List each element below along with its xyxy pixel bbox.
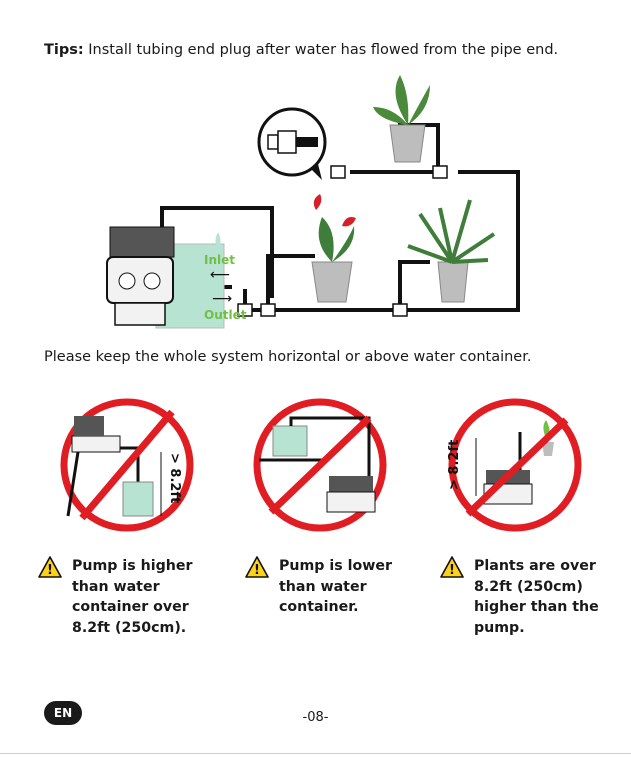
tips-text: Install tubing end plug after water has … bbox=[83, 42, 559, 58]
inlet-arrow: ⟵ bbox=[210, 267, 230, 283]
page-number: -08- bbox=[302, 710, 329, 725]
plant-spider bbox=[407, 199, 496, 303]
scenario-plants-higher: > 8.2ft bbox=[447, 398, 582, 532]
svg-text:!: ! bbox=[254, 563, 260, 578]
warning-icon: ! bbox=[440, 556, 464, 578]
warning-text-2: Pump is lower than water container. bbox=[279, 558, 392, 615]
tee-connectors bbox=[237, 165, 448, 317]
flow-labels: Inlet ⟵ ⟶ Outlet bbox=[204, 253, 247, 322]
svg-text:!: ! bbox=[47, 563, 53, 578]
inlet-label: Inlet bbox=[204, 253, 235, 267]
warning-icon: ! bbox=[38, 556, 62, 578]
end-plug-callout bbox=[257, 107, 327, 180]
warning-1: ! Pump is higher than water container ov… bbox=[38, 556, 200, 638]
scenario-pump-lower bbox=[253, 398, 387, 532]
warning-2: ! Pump is lower than water container. bbox=[245, 556, 407, 618]
scenario-pump-higher: > 8.2ft bbox=[60, 398, 194, 532]
outlet-label: Outlet bbox=[204, 308, 247, 322]
language-badge: EN bbox=[44, 701, 82, 725]
height-label-2: > 8.2ft bbox=[447, 440, 462, 490]
pump-device bbox=[106, 226, 175, 326]
height-label-1: > 8.2ft bbox=[167, 453, 182, 503]
warning-3: ! Plants are over 8.2ft (250cm) higher t… bbox=[440, 556, 602, 638]
outlet-arrow: ⟶ bbox=[212, 291, 232, 307]
tips-label: Tips: bbox=[44, 42, 84, 58]
plant-anthurium bbox=[311, 194, 356, 303]
system-note: Please keep the whole system horizontal … bbox=[44, 349, 532, 365]
warning-text-3: Plants are over 8.2ft (250cm) higher tha… bbox=[474, 558, 599, 636]
warning-icon: ! bbox=[245, 556, 269, 578]
svg-text:!: ! bbox=[449, 563, 455, 578]
tubing bbox=[160, 123, 520, 312]
tips-line: Tips: Install tubing end plug after wate… bbox=[44, 42, 558, 58]
plant-top bbox=[373, 75, 430, 163]
bottom-rule bbox=[0, 753, 631, 754]
system-diagram: Inlet ⟵ ⟶ Outlet bbox=[106, 75, 520, 329]
warning-text-1: Pump is higher than water container over… bbox=[72, 558, 193, 636]
